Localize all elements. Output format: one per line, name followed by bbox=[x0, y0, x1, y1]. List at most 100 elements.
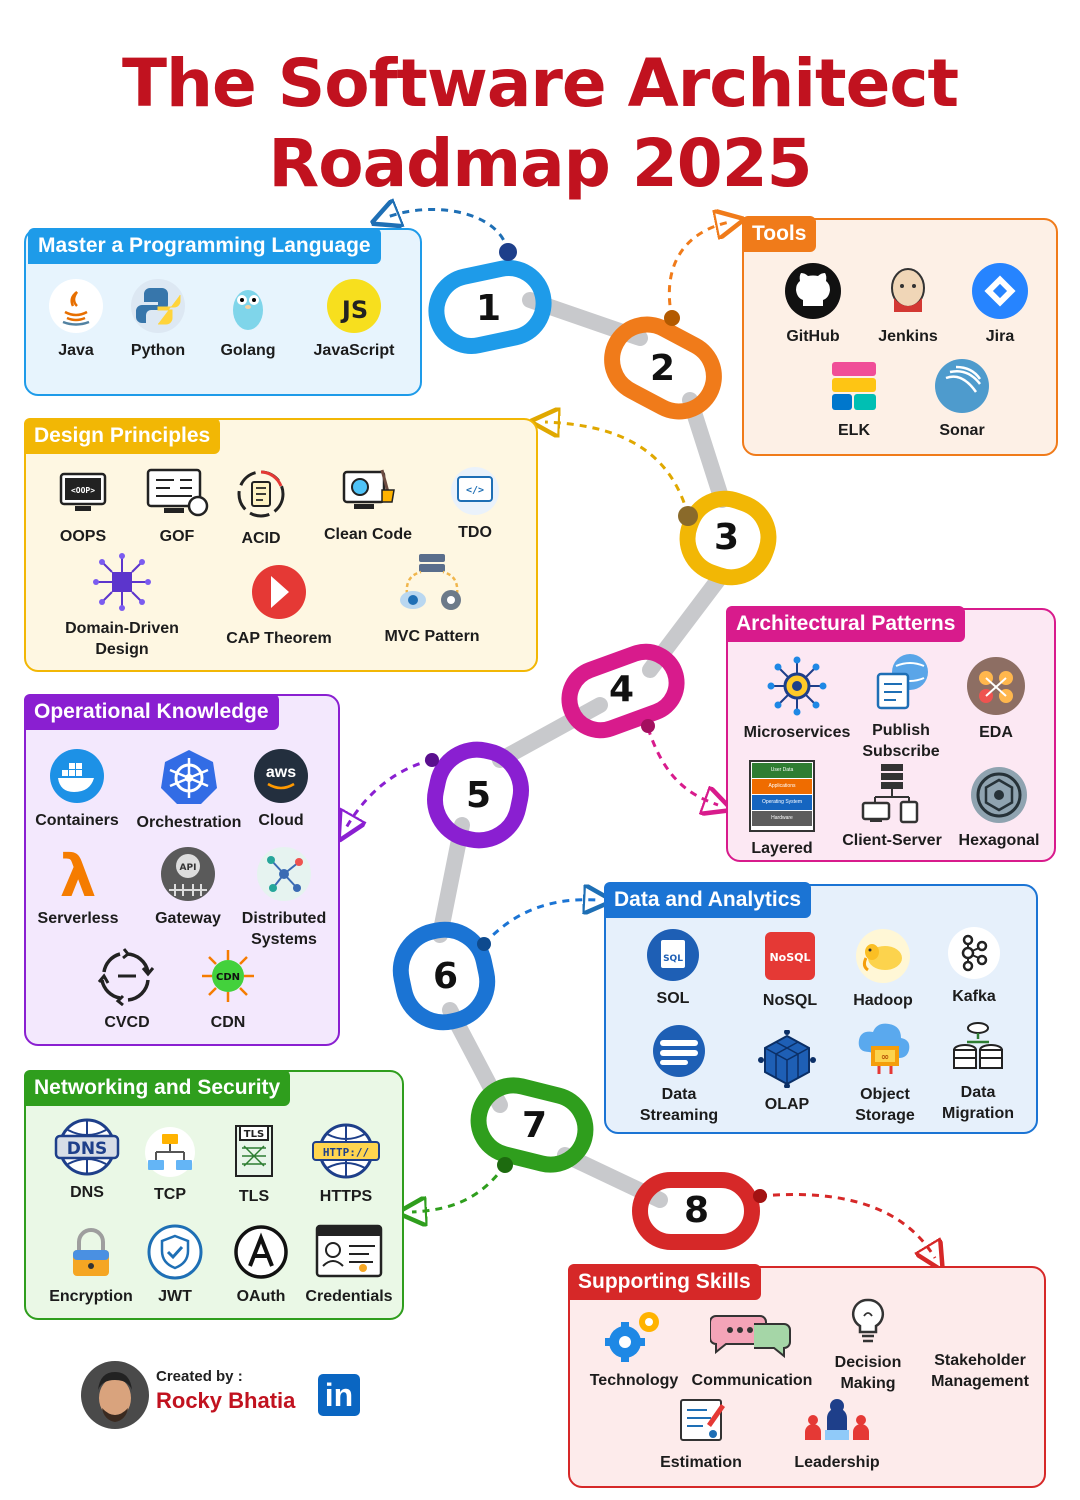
tls-icon: TLS bbox=[235, 1125, 273, 1177]
credentials-label: Credentials bbox=[305, 1288, 393, 1305]
item-dns: DNS DNS bbox=[52, 1118, 122, 1203]
eda-icon bbox=[967, 657, 1025, 715]
acid-icon bbox=[237, 470, 285, 518]
svg-text:</>: </> bbox=[466, 485, 484, 496]
sql-label: SOL bbox=[656, 990, 690, 1007]
author-credit: Created by : Rocky Bhatia in bbox=[80, 1360, 380, 1430]
item-hexagonal: Hexagonal bbox=[954, 766, 1044, 851]
item-mvc: MVC Pattern bbox=[372, 552, 492, 647]
item-java: Java bbox=[42, 278, 110, 361]
bulb-icon bbox=[851, 1298, 885, 1343]
microservices-icon bbox=[767, 656, 827, 716]
communication-label: Communication bbox=[691, 1372, 813, 1389]
olap-icon bbox=[758, 1030, 816, 1088]
distributed-label-2: Systems bbox=[251, 931, 317, 948]
step-8-number: 8 bbox=[684, 1190, 710, 1231]
sonar-icon bbox=[935, 359, 989, 413]
item-serverless: λ Serverless bbox=[34, 846, 122, 929]
oops-label: OOPS bbox=[59, 528, 107, 545]
linkedin-icon[interactable]: in bbox=[318, 1374, 360, 1416]
jwt-label: JWT bbox=[158, 1288, 192, 1305]
design-panel bbox=[24, 418, 538, 672]
svg-text:aws: aws bbox=[266, 764, 296, 781]
jira-label: Jira bbox=[985, 328, 1015, 345]
cap-label: CAP Theorem bbox=[226, 630, 332, 647]
encryption-label: Encryption bbox=[49, 1288, 133, 1305]
item-tdo: </> TDO bbox=[444, 466, 506, 543]
item-cvcd: CVCD bbox=[96, 946, 158, 1033]
leadership-icon bbox=[805, 1399, 869, 1440]
object-storage-label-2: Storage bbox=[855, 1107, 915, 1124]
pubsub-icon bbox=[876, 654, 928, 710]
item-tls: TLS TLS bbox=[226, 1122, 282, 1207]
clean-code-label: Clean Code bbox=[323, 526, 412, 543]
golang-icon bbox=[233, 290, 263, 330]
mvc-icon bbox=[400, 554, 461, 610]
network-title: Networking and Security bbox=[24, 1070, 291, 1106]
step-5-link bbox=[427, 741, 529, 849]
svg-text:DNS: DNS bbox=[67, 1139, 108, 1159]
sonar-label: Sonar bbox=[939, 422, 985, 439]
jira-icon bbox=[972, 263, 1028, 319]
sql-icon: SQL bbox=[647, 929, 699, 981]
item-jenkins: Jenkins bbox=[866, 262, 950, 347]
containers-label: Containers bbox=[35, 812, 119, 829]
technology-label: Technology bbox=[589, 1372, 679, 1389]
title-line-2: Roadmap 2025 bbox=[268, 125, 812, 202]
cap-icon bbox=[252, 565, 306, 619]
aws-icon: aws bbox=[254, 749, 308, 803]
kafka-label: Kafka bbox=[952, 988, 996, 1005]
oauth-label: OAuth bbox=[236, 1288, 286, 1305]
https-label: HTTPS bbox=[319, 1188, 373, 1205]
layered-label: Layered bbox=[751, 840, 813, 857]
tools-title: Tools bbox=[742, 216, 817, 252]
item-distributed: Distributed Systems bbox=[238, 846, 330, 950]
java-icon bbox=[49, 279, 103, 333]
item-jwt: JWT bbox=[146, 1224, 204, 1307]
item-tcp: TCP bbox=[142, 1126, 198, 1205]
streaming-icon bbox=[653, 1025, 705, 1077]
page-title: The Software Architect Roadmap 2025 bbox=[0, 44, 1080, 204]
distributed-icon bbox=[257, 847, 311, 901]
gof-icon bbox=[146, 468, 209, 517]
hexagonal-label: Hexagonal bbox=[958, 832, 1040, 849]
item-estimation: Estimation bbox=[654, 1394, 748, 1473]
docker-icon bbox=[50, 749, 104, 803]
item-microservices: Microservices bbox=[740, 656, 854, 743]
item-encryption: Encryption bbox=[44, 1226, 138, 1307]
gateway-label: Gateway bbox=[155, 910, 221, 927]
cvcd-label: CVCD bbox=[104, 1014, 150, 1031]
item-pubsub: Publish Subscribe bbox=[858, 652, 944, 762]
cicd-icon bbox=[97, 948, 155, 1006]
leadership-label: Leadership bbox=[794, 1454, 880, 1471]
hadoop-label: Hadoop bbox=[853, 992, 913, 1009]
decision-label-2: Making bbox=[840, 1375, 896, 1392]
item-sql: SQL SOL bbox=[640, 928, 706, 1009]
item-oauth: OAuth bbox=[230, 1224, 292, 1307]
python-label: Python bbox=[130, 342, 186, 359]
cdn-icon: CDN bbox=[202, 950, 254, 1002]
svg-text:CDN: CDN bbox=[216, 972, 240, 983]
item-leadership: Leadership bbox=[790, 1394, 884, 1473]
item-object-storage: ∞ Object Storage bbox=[846, 1022, 924, 1126]
item-cloud: aws Cloud bbox=[246, 748, 316, 831]
ddd-icon bbox=[93, 553, 151, 611]
data-panel bbox=[604, 884, 1038, 1134]
cdn-label: CDN bbox=[210, 1014, 246, 1031]
step-2-number: 2 bbox=[650, 348, 676, 389]
gears-icon bbox=[605, 1312, 659, 1362]
layered-icon: User Data Applications Operating System … bbox=[749, 760, 815, 832]
step-2-link bbox=[604, 316, 722, 420]
item-stakeholder: Stakeholder Management bbox=[924, 1350, 1036, 1392]
item-orchestration: Orchestration bbox=[132, 748, 246, 833]
github-label: GitHub bbox=[786, 328, 840, 345]
step-7-link bbox=[470, 1077, 594, 1173]
item-gof: GOF bbox=[140, 466, 214, 547]
item-gateway: API Gateway bbox=[148, 846, 228, 929]
data-title: Data and Analytics bbox=[604, 882, 812, 918]
nosql-icon: NoSQL bbox=[765, 932, 815, 980]
item-https: HTTP:// HTTPS bbox=[310, 1122, 382, 1207]
svg-text:<OOP>: <OOP> bbox=[71, 486, 95, 495]
item-decision: Decision Making bbox=[826, 1296, 910, 1394]
microservices-label: Microservices bbox=[743, 724, 851, 741]
